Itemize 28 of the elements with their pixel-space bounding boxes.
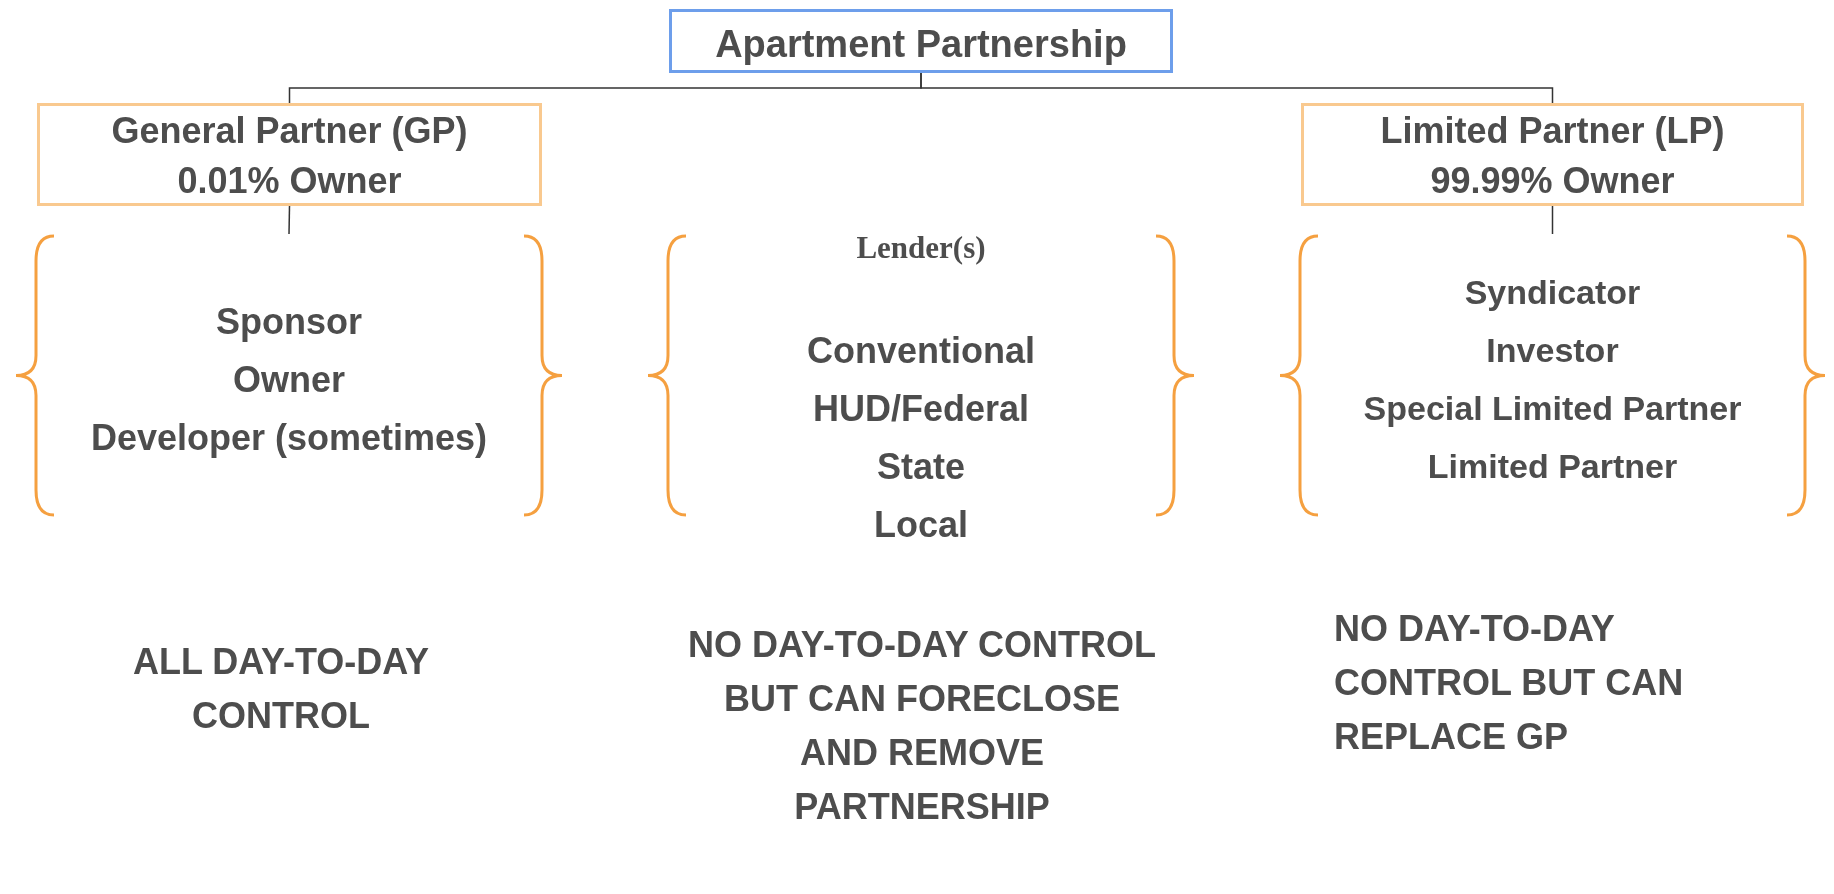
node-text: 99.99% Owner bbox=[1429, 159, 1676, 203]
note-text: NO DAY-TO-DAY CONTROL BUT CAN REPLACE GP bbox=[1334, 607, 1685, 759]
partner-box bbox=[37, 103, 542, 206]
node-text: State bbox=[876, 445, 966, 489]
node-text: Sponsor bbox=[215, 300, 363, 344]
node-text: Special Limited Partner bbox=[1362, 388, 1743, 429]
group-heading: Lender(s) bbox=[855, 229, 987, 267]
bracketed-group bbox=[1278, 234, 1827, 517]
connector-line bbox=[920, 72, 1554, 104]
note-text: NO DAY-TO-DAY CONTROL BUT CAN FORECLOSE AND REMOVE PARTNERSHIP bbox=[686, 623, 1158, 829]
node-text: Apartment Partnership bbox=[714, 22, 1128, 67]
node-text: Developer (sometimes) bbox=[89, 416, 489, 460]
node-text: Limited Partner (LP) bbox=[1379, 109, 1726, 153]
connector-line bbox=[1551, 205, 1554, 235]
node-text: Limited Partner bbox=[1426, 446, 1679, 487]
node-text: General Partner (GP) bbox=[110, 109, 469, 153]
node-text: Investor bbox=[1485, 330, 1620, 371]
bracketed-group bbox=[14, 234, 564, 517]
title-box bbox=[669, 9, 1173, 73]
note-text: ALL DAY-TO-DAY CONTROL bbox=[131, 640, 431, 738]
partner-box bbox=[1301, 103, 1804, 206]
node-text: 0.01% Owner bbox=[176, 159, 403, 203]
connector-line bbox=[288, 205, 291, 235]
node-text: Conventional bbox=[806, 329, 1036, 373]
node-text: Syndicator bbox=[1463, 272, 1642, 313]
node-text: Local bbox=[873, 503, 969, 547]
node-text: HUD/Federal bbox=[811, 387, 1031, 431]
node-text: Owner bbox=[232, 358, 346, 402]
